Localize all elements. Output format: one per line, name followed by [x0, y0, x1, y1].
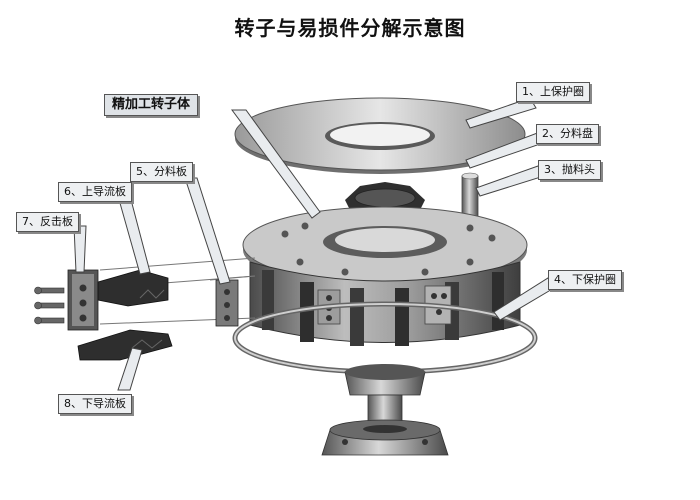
- label-rotor-body: 精加工转子体: [104, 94, 199, 116]
- throwing-head: [461, 172, 479, 217]
- upper-guard-ring: [234, 97, 526, 174]
- label-counter-plate: 7、反击板: [16, 212, 79, 232]
- rotor-body: [242, 206, 528, 346]
- label-throwing-head: 3、抛料头: [538, 160, 601, 180]
- counter-plate: [67, 269, 99, 331]
- distributor-board: [215, 279, 239, 327]
- label-upper-guard: 1、上保护圈: [516, 82, 590, 102]
- upper-guide-plate: [97, 269, 169, 307]
- diagram-title: 转子与易损件分解示意图: [234, 16, 466, 40]
- label-distributor-board: 5、分料板: [130, 162, 193, 182]
- label-distributor-plate: 2、分料盘: [536, 124, 599, 144]
- lower-guide-plate: [77, 329, 173, 361]
- label-lower-guide: 8、下导流板: [58, 394, 132, 414]
- bolts: [34, 286, 65, 325]
- label-upper-guide: 6、上导流板: [58, 182, 132, 202]
- label-lower-guard: 4、下保护圈: [548, 270, 622, 290]
- rotor-base-shaft: [321, 364, 449, 456]
